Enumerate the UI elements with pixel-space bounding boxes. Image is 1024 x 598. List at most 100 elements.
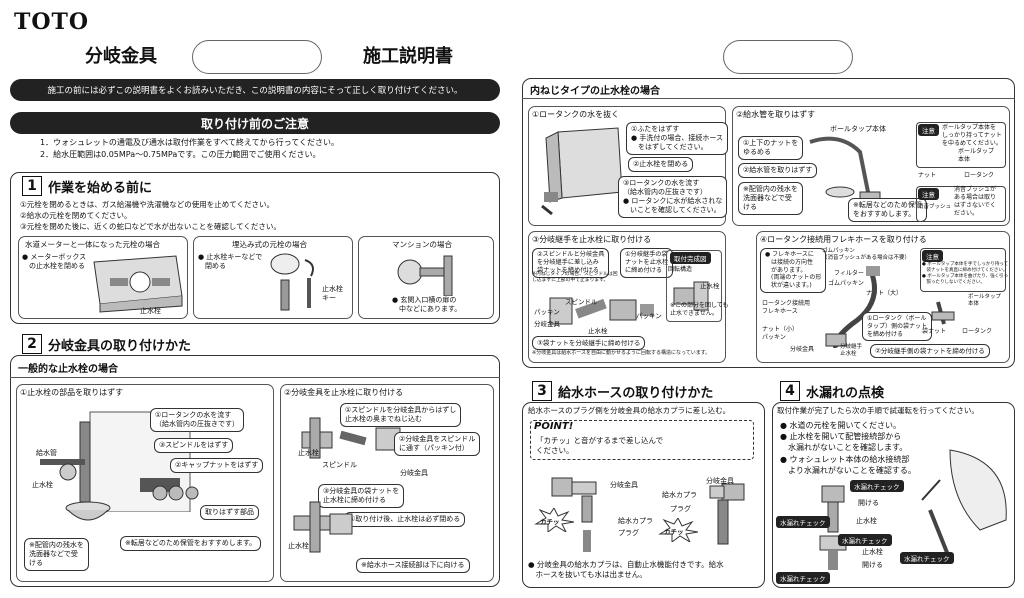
s1-panel-buried	[193, 236, 353, 319]
section-3-title: 給水ホースの取り付けかた	[558, 385, 714, 401]
inner-d-nutL-label: ナット（大）	[866, 290, 903, 297]
inner-c-rotate-note: ※この部分を回しても 止水できません。	[670, 302, 729, 318]
inner-c-title: ③分岐継手を止水栓に取り付ける	[532, 235, 652, 244]
s3-fitting-label-1: 分岐金具	[610, 481, 638, 489]
s3-coupler-label-1: 給水カプラ	[618, 517, 653, 525]
s3-plug-label-1: プラグ	[618, 529, 639, 537]
inner-c-rotate-label: 回転構造	[668, 266, 693, 273]
s2-a-callout-3: ②キャップナットをはずす	[170, 458, 264, 474]
inner-b-note2-box	[916, 186, 1006, 222]
inner-c-valve-label: 止水栓	[700, 282, 720, 290]
s1-panel-mansion-title: マンションの場合	[392, 240, 452, 249]
inner-b-title: ②給水管を取りはずす	[736, 110, 816, 119]
inner-c-fitting-label: 分岐金具	[534, 320, 560, 328]
s2-b-callout-4: ④取り付け後、止水栓は必ず閉める	[344, 512, 466, 528]
s2-panel-b-title: ②分岐金具を止水栓に取り付ける	[284, 388, 404, 397]
inner-c-packing-label: パッキン	[534, 308, 560, 316]
inner-b-callout-1: ①上下のナットを ゆるめる	[738, 136, 804, 161]
tank-drain-illustration	[541, 127, 623, 216]
inner-b-note2-text: 消音ブッシュが ある場合は取り はずさないでく ださい。	[954, 186, 997, 218]
removed-parts-illustration	[152, 485, 199, 501]
s1-panel-buried-note: ● 止水栓キーなどで 閉める	[198, 253, 263, 271]
s2-a-keep-note: ※転居などのため保管をおすすめします。	[120, 536, 262, 552]
s2-b-label-valve-2: 止水栓	[288, 542, 309, 550]
s3-coupler-label-2: 給水カプラ	[662, 491, 697, 499]
s2-b-label-valve: 止水栓	[298, 449, 319, 457]
s2-b-label-fitting: 分岐金具	[400, 469, 428, 477]
inner-b-nut-label: ナット	[918, 172, 937, 179]
inner-d-filter-label: フィルター	[834, 270, 864, 277]
inner-d-callout-2: ①ロータンク（ボール タップ）側の袋ナット を締め付ける	[862, 312, 933, 342]
s3-fitting-label-2: 分岐金具	[706, 477, 734, 485]
s2-a-callout-2: ③スピンドルをはずす	[154, 438, 234, 454]
inner-c-spindle-label: スピンドル	[565, 298, 598, 306]
inner-d-fitting-label: 分岐金具	[790, 346, 815, 353]
s4-check-badge-2: 水漏れチェック	[776, 516, 830, 528]
flex-hose-illustration	[825, 266, 880, 348]
inner-a-callout-3: ③ロータンクの水を流す （給水管内の圧抜きです） ● ロータンクに水が給水されな…	[618, 176, 728, 219]
inner-a-callout-1: ①ふたをはずす ● 手洗付の場合、接続ホース をはずしてください。	[626, 122, 728, 156]
section-1-title: 作業を始める前に	[48, 180, 153, 196]
s3-kachi-2: カチッ	[664, 528, 684, 536]
inner-d-lt-label: ロータンク	[962, 328, 993, 335]
inner-b-callout-3: ※配管内の残水を 洗面器などで受 ける	[738, 182, 803, 216]
s1-line-3: ③元栓を閉めた後に、近くの蛇口などで水が出ないことを確認してください。	[20, 222, 281, 231]
inner-b-callout-2: ②給水管を取りはずす	[738, 163, 818, 179]
s4-open-label-2: 開ける	[862, 561, 883, 569]
s1-line-1: ①元栓を閉めるときは、ガス給湯機や洗濯機などの使用を止めてください。	[20, 200, 274, 209]
inner-d-flexi-label: ロータンク接続用 フレキホース	[762, 300, 811, 316]
coupler-right-illustration	[709, 483, 745, 545]
basin-illustration	[65, 501, 111, 521]
oval-right	[723, 40, 853, 74]
fitting-tighten-illustration	[293, 501, 353, 553]
mansion-valve-illustration	[397, 255, 453, 296]
buried-valve-illustration	[270, 253, 314, 311]
precaution-1: 1．ウォシュレットの通電及び通水は取付作業をすべて終えてから行ってください。	[40, 138, 340, 147]
inner-b-bush-label: 消音ブッシュ	[918, 204, 952, 210]
s3-point-text: 「カチッ」と音がするまで差し込んで ください。	[536, 436, 664, 456]
section-4-number: 4	[780, 381, 800, 401]
inner-a-title: ①ロータンクの水を抜く	[532, 110, 620, 119]
oval-left	[192, 40, 322, 74]
inner-c-callout-3: ③袋ナットを分岐継手に締め付ける	[532, 336, 646, 351]
s2-a-label-pipe: 給水管	[36, 449, 57, 457]
s4-check-badge-5: 水漏れチェック	[776, 572, 830, 584]
inner-c-done-badge: 取付完成図	[670, 252, 711, 264]
s2-b-callout-1: ①スピンドルを分岐金具からはずし 止水栓の奥までねじ込む	[340, 403, 462, 428]
s4-check-badge-3: 水漏れチェック	[838, 534, 892, 546]
meter-box-illustration	[93, 255, 183, 313]
coupler-left-illustration	[551, 477, 597, 552]
s3-point-title: POINT!	[534, 421, 574, 432]
inner-d-joint-label: 分岐継手 止水栓	[840, 344, 863, 358]
title-left: 分岐金具	[85, 46, 157, 67]
inner-c-callout-1: ②スピンドルと分岐金具 を分岐継手に差し込み 袋ナットを締め付ける	[532, 248, 610, 279]
s3-description: 給水ホースのプラグ側を分岐金具の給水カプラに差し込む。	[528, 406, 731, 415]
inner-c-callout-3-note: ※分岐金具は給水ホースを自由に動かせるように回転する構造になっています。	[532, 350, 711, 356]
s2-panel-a-title: ①止水栓の部品を取りはずす	[20, 388, 124, 397]
s2-b-bottom-note: ※給水ホース接続部は下に向ける	[356, 558, 470, 574]
inner-c-packing2-label: パッキン	[636, 312, 662, 320]
section-2-title: 分岐金具の取り付けかた	[48, 338, 192, 354]
s2-a-parts-label: 取りはずす部品	[200, 505, 259, 521]
s2-divider	[10, 377, 500, 378]
s1-panel-meter-note: ● メーターボックス の止水栓を閉める	[22, 253, 87, 271]
s3-note: ● 分岐金具の給水カプラは、自動止水機能付きです。給水 ホースを抜いても水は出ま…	[528, 560, 724, 580]
s1-panel-meter-label: 止水栓	[140, 307, 161, 315]
inner-title: 内ねじタイプの止水栓の場合	[530, 86, 660, 97]
section-2-heading: 2 分岐金具の取り付けかた	[22, 334, 191, 354]
inner-b-note1-box	[916, 122, 1006, 168]
section-2-number: 2	[22, 334, 42, 354]
s3-plug-label-2: プラグ	[670, 505, 691, 513]
s4-description: 取付作業が完了したら次の手順で試運転を行ってください。	[777, 406, 979, 415]
inner-b-note1-badge: 注意	[918, 124, 939, 136]
inner-c-done-box	[666, 250, 722, 322]
inner-d-gomu-label: ゴムパッキン （消音ブッシュがある場合は不要）	[822, 248, 911, 262]
inner-b-ball-label: ボールタップ本体	[830, 125, 886, 133]
s2-b-label-spindle: スピンドル	[322, 461, 357, 469]
section-1-number: 1	[22, 176, 42, 196]
inner-divider	[522, 98, 1015, 99]
s2-b-callout-2: ②分岐金具をスピンドル に通す（パッキン付）	[394, 432, 481, 457]
s2-a-label-valve: 止水栓	[32, 481, 53, 489]
precautions-title: 取り付け前のご注意	[10, 112, 500, 134]
